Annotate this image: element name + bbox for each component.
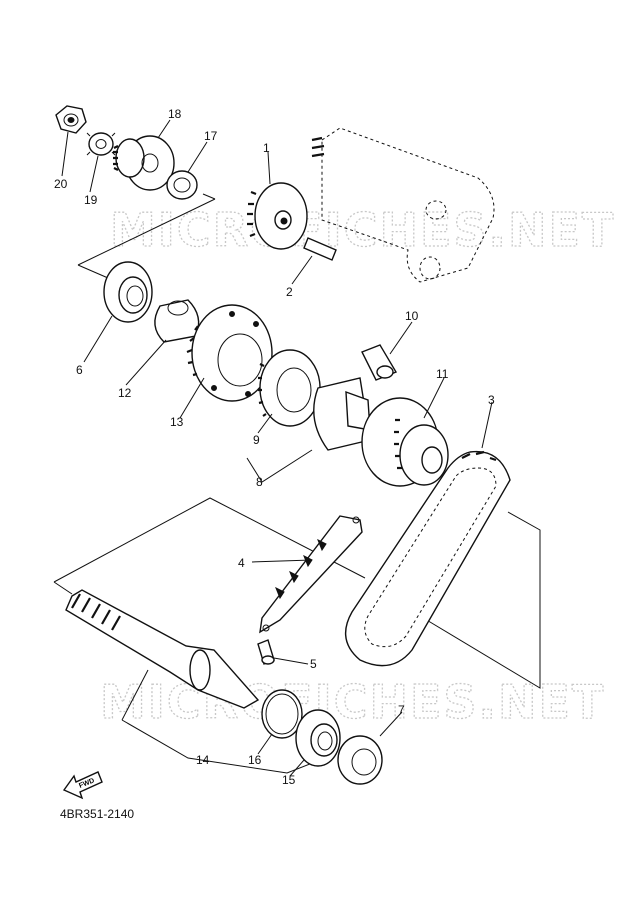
nut-part-20[interactable] [55,105,87,134]
callout-1: 1 [263,141,270,155]
diagram-code: 4BR351-2140 [60,807,135,821]
callout-16: 16 [248,753,262,767]
chain-guide-part-4[interactable] [259,515,363,634]
callout-19: 19 [84,193,98,207]
main-shaft-part-14[interactable] [65,589,260,709]
bolt-part-10[interactable] [361,344,398,381]
callout-12: 12 [118,386,132,400]
watermark-top: MICROFICHES.NET [110,203,615,257]
fwd-arrow-icon: FWD [62,771,103,800]
callout-13: 13 [170,415,184,429]
bearing-part-15[interactable] [295,709,341,767]
callout-9: 9 [253,433,260,447]
group-bracket-top [77,193,216,279]
callout-18: 18 [168,107,182,121]
callout-5: 5 [310,657,317,671]
drive-sprocket-part-11[interactable] [361,397,449,487]
oil-seal-part-17[interactable] [166,170,198,200]
callout-15: 15 [282,773,296,787]
idler-gear-part-18[interactable] [113,135,175,191]
callout-6: 6 [76,363,83,377]
watermark-bottom: MICROFICHES.NET [100,675,605,729]
bearing-part-6[interactable] [103,261,153,323]
callout-8: 8 [256,475,263,489]
bolt-part-5[interactable] [257,639,275,665]
callout-10: 10 [405,309,419,323]
lock-washer-part-19[interactable] [86,132,116,156]
chain-part-3[interactable] [344,450,511,667]
starter-motor[interactable] [311,127,495,283]
callout-11: 11 [436,367,449,381]
o-ring-part-16[interactable] [261,689,303,739]
leader-lines [61,119,493,777]
callout-14: 14 [196,753,210,767]
callout-20: 20 [54,177,68,191]
shaft-pin-part-2[interactable] [303,237,337,261]
callout-labels: 20 19 18 17 1 2 6 12 13 9 8 10 11 3 4 5 … [54,107,495,787]
clutch-housing-part-8[interactable] [313,377,371,451]
group-bracket-bottom [121,669,321,774]
oil-seal-part-7[interactable] [337,735,383,785]
callout-7: 7 [398,703,405,717]
starter-clutch-gear-part-13[interactable] [186,304,273,402]
callout-3: 3 [488,393,495,407]
callout-2: 2 [286,285,293,299]
callout-4: 4 [238,556,245,570]
gear-part-1[interactable] [247,182,308,250]
collar-part-12[interactable] [154,299,200,343]
callout-17: 17 [204,129,218,143]
